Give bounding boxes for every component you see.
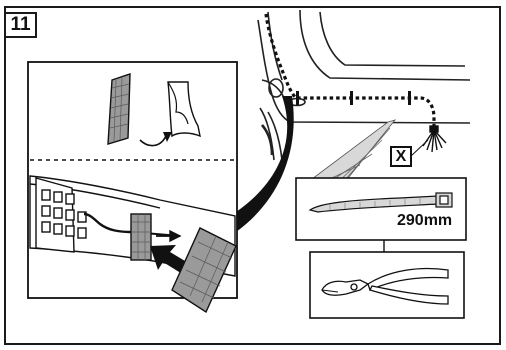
velcro-pad-icon [107, 73, 201, 147]
instruction-frame [4, 6, 501, 345]
cable-tie-icon [308, 192, 453, 213]
zoom-swoosh [236, 96, 294, 232]
grille-icon [29, 175, 237, 314]
cable-tie-length-label: 290mm [397, 212, 453, 229]
step-number-badge: 11 [4, 12, 37, 38]
callout-x-label: X [390, 146, 412, 167]
side-cutter-pliers-icon [321, 267, 449, 305]
car-rear-icon [255, 9, 481, 161]
cable-clips [296, 91, 411, 105]
cable-route [264, 13, 436, 130]
